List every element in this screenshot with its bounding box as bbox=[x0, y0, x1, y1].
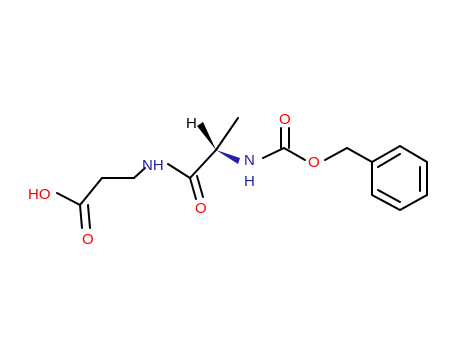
bond-calpha-methyl bbox=[215, 117, 239, 151]
amide-group bbox=[167, 149, 217, 200]
bond-c-ch2 bbox=[79, 177, 103, 206]
benzyl-group bbox=[324, 144, 428, 212]
carboxylic-acid-group bbox=[56, 177, 103, 229]
label-nh-amide: NH bbox=[142, 157, 164, 174]
label-h-carbamate: H bbox=[244, 173, 255, 190]
bond-ch2-ring bbox=[346, 147, 373, 163]
bond-c-o-double-a bbox=[79, 204, 83, 229]
label-o-amide: O bbox=[195, 200, 207, 217]
bond-o-ch2 bbox=[324, 147, 348, 161]
label-h-stereo: H bbox=[186, 115, 197, 132]
ring-double-3 bbox=[377, 189, 401, 203]
benzene-ring bbox=[371, 144, 428, 212]
wedge-bond-n bbox=[216, 150, 240, 164]
ring-double-1 bbox=[377, 153, 401, 168]
label-o-ester: O bbox=[308, 154, 320, 171]
label-ho: HO bbox=[28, 186, 51, 203]
bond-c-o-double-b bbox=[196, 175, 204, 198]
bond-c-o-double-b bbox=[87, 204, 91, 229]
carbamate-group bbox=[262, 127, 306, 161]
bond-n-c bbox=[262, 147, 285, 159]
atom-labels: HO O NH O H N H O O bbox=[28, 111, 320, 248]
bond-nh-c bbox=[167, 163, 191, 179]
bond-c-oester bbox=[283, 147, 306, 161]
bond-ch2-nh bbox=[133, 167, 146, 179]
ethylene-chain bbox=[101, 167, 146, 179]
label-o-carbonyl: O bbox=[279, 111, 291, 128]
label-n-carbamate: N bbox=[244, 152, 255, 169]
bond-c-calpha bbox=[189, 149, 217, 179]
label-o-acid: O bbox=[82, 231, 94, 248]
bond-ho-c bbox=[56, 192, 81, 206]
hashed-wedge-h bbox=[197, 122, 216, 150]
bond-c-o-double-a bbox=[189, 177, 197, 200]
alpha-carbon bbox=[197, 117, 240, 164]
